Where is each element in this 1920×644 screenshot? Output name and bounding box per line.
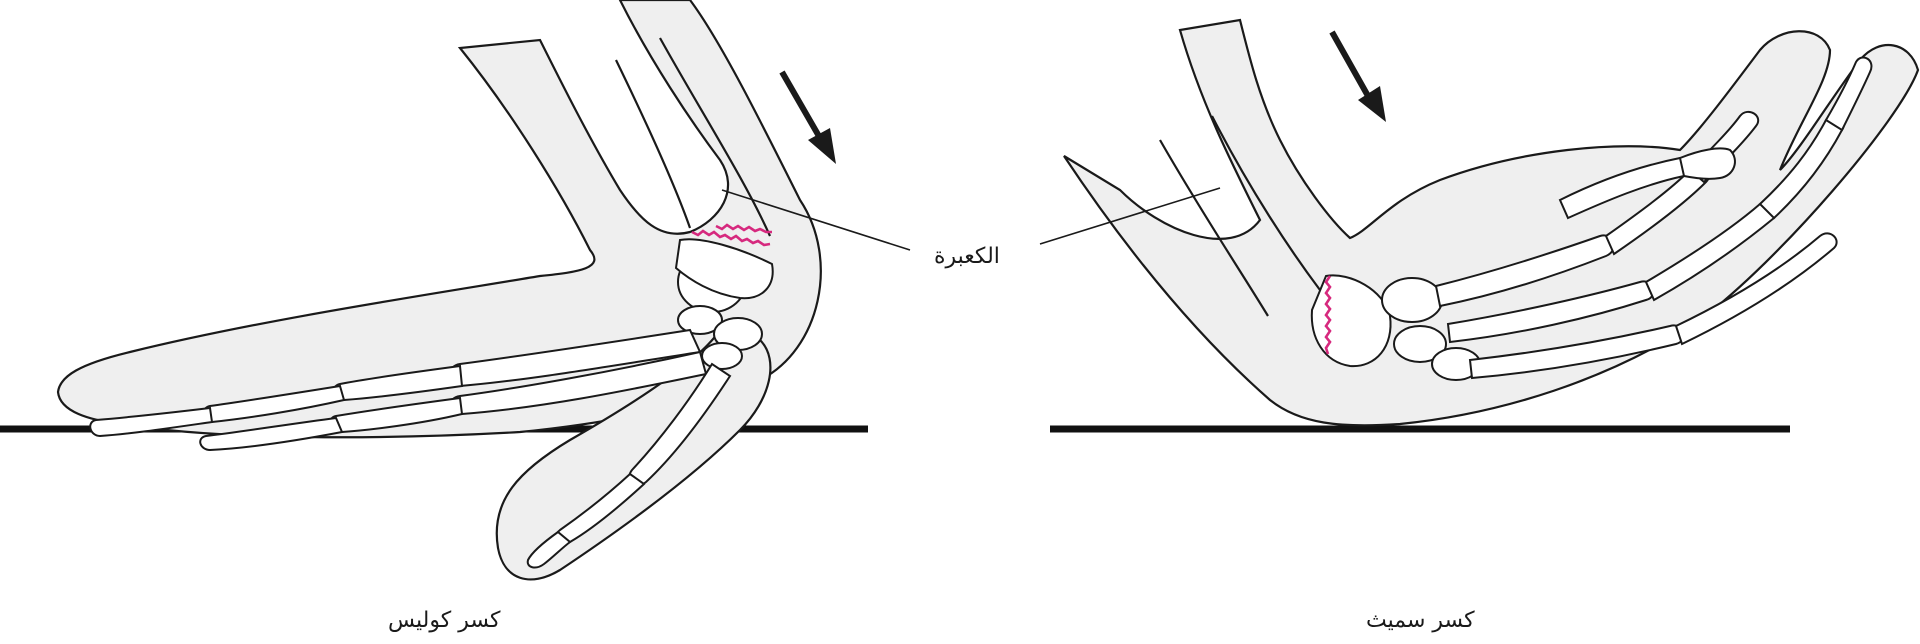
colles-forearm-line-2 bbox=[659, 37, 772, 237]
colles-forearm-line-1 bbox=[615, 59, 692, 229]
smith-fracture-line bbox=[1324, 275, 1332, 355]
colles-fracture-caption: كسر كوليس bbox=[388, 608, 501, 633]
colles-fracture-line bbox=[715, 223, 772, 234]
smith-illustration bbox=[1050, 18, 1920, 433]
smith-radius-fragment bbox=[1310, 274, 1392, 368]
smith-phalanx bbox=[1674, 232, 1838, 346]
colles-carpal-bone bbox=[677, 305, 723, 335]
smith-fracture-caption: كسر سميث bbox=[1366, 608, 1475, 633]
smith-phalanx bbox=[1824, 56, 1873, 132]
smith-carpal-bone bbox=[1381, 277, 1443, 323]
colles-phalanx bbox=[89, 406, 214, 438]
smith-force-arrow bbox=[1329, 30, 1386, 122]
colles-illustration bbox=[0, 0, 868, 581]
radius-label: الكعبرة bbox=[934, 244, 1000, 269]
colles-radius-fragment bbox=[674, 238, 774, 300]
smith-carpal-bone bbox=[1393, 325, 1447, 363]
radius-leader-left bbox=[721, 189, 911, 251]
colles-phalanx bbox=[199, 416, 344, 452]
smith-thumb-tip bbox=[1678, 147, 1736, 180]
smith-hand-skin bbox=[1063, 18, 1920, 427]
colles-thumb-phalanx bbox=[526, 530, 572, 569]
smith-forearm-line-1 bbox=[1159, 139, 1269, 317]
colles-fracture-line bbox=[691, 229, 771, 247]
colles-carpal-bone bbox=[701, 342, 743, 370]
smith-forearm-line-2 bbox=[1211, 115, 1321, 291]
colles-force-arrow bbox=[779, 70, 836, 164]
radius-leader-right bbox=[1039, 187, 1221, 245]
